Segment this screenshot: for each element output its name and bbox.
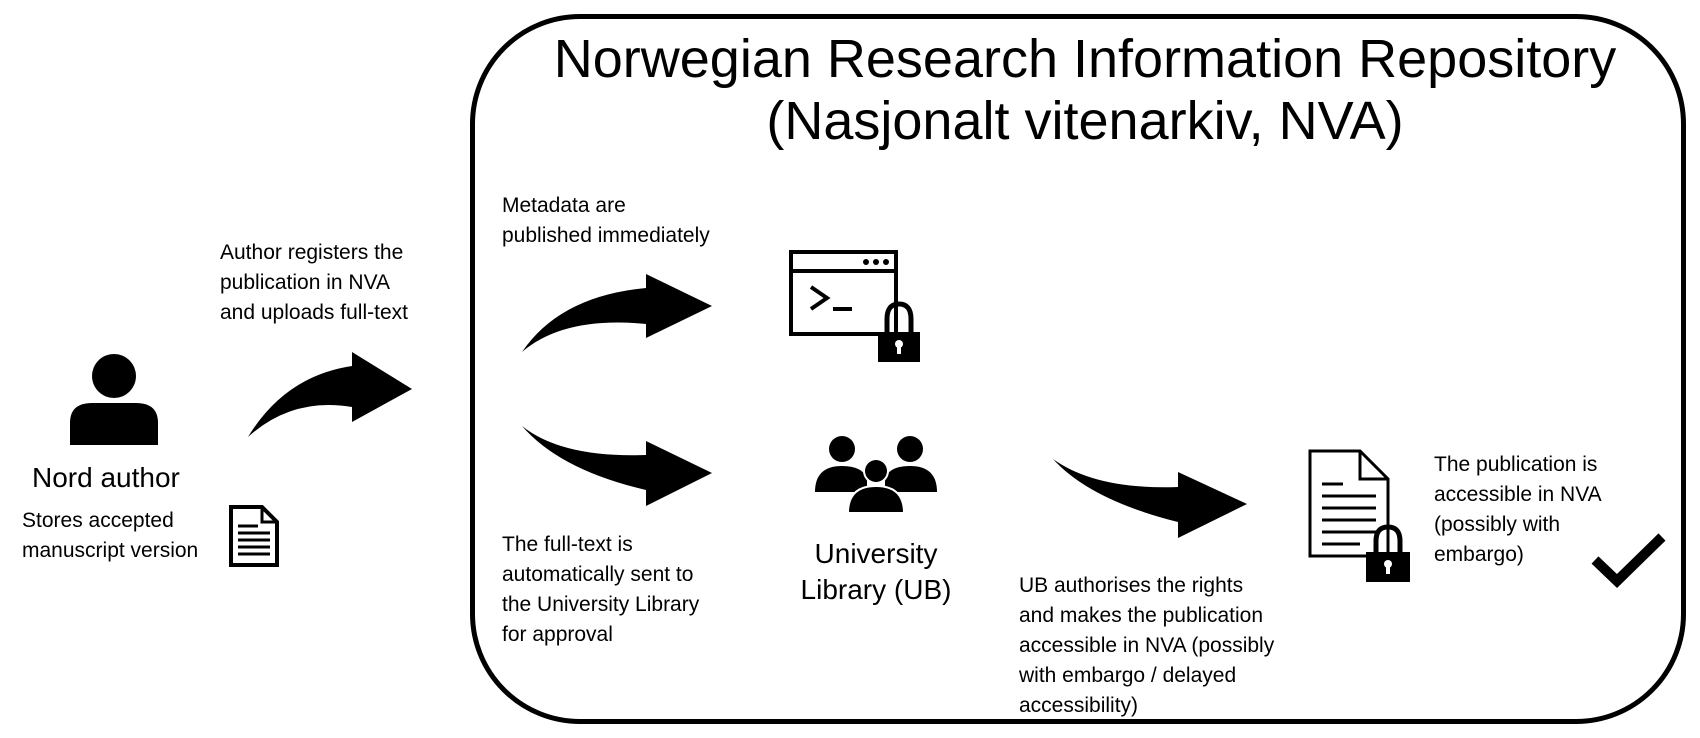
repository-boundary: [470, 14, 1686, 724]
curved-arrow-icon: [248, 352, 412, 437]
page-document-icon: [1308, 449, 1390, 558]
terminal-window-icon: [789, 250, 898, 336]
author-name: Nord author: [32, 462, 180, 493]
accessible-step-text: The publication is accessible in NVA (po…: [1434, 453, 1602, 566]
repository-title-line2: (Nasjonalt vitenarkiv, NVA): [766, 91, 1404, 151]
register-step-text: Author registers the publication in NVA …: [220, 241, 408, 324]
curved-arrow-icon: [1053, 459, 1247, 538]
padlock-icon: [1366, 524, 1410, 582]
university-library-label: University Library (UB): [800, 538, 952, 605]
authorise-step-text: UB authorises the rights and makes the p…: [1019, 574, 1275, 717]
curved-arrow-icon: [522, 274, 712, 352]
fulltext-step-text: The full-text is automatically sent to t…: [502, 533, 700, 646]
document-icon: [229, 505, 279, 567]
checkmark-icon: [1591, 533, 1666, 588]
repository-title: Norwegian Research Information Repositor…: [540, 28, 1630, 152]
person-icon: [70, 354, 158, 445]
user-group-icon: [815, 436, 937, 514]
repository-title-line1: Norwegian Research Information Repositor…: [553, 29, 1617, 89]
author-stores-text: Stores accepted manuscript version: [22, 509, 199, 562]
padlock-icon: [878, 301, 920, 362]
curved-arrow-icon: [522, 426, 712, 506]
metadata-step-text: Metadata are published immediately: [502, 194, 710, 247]
